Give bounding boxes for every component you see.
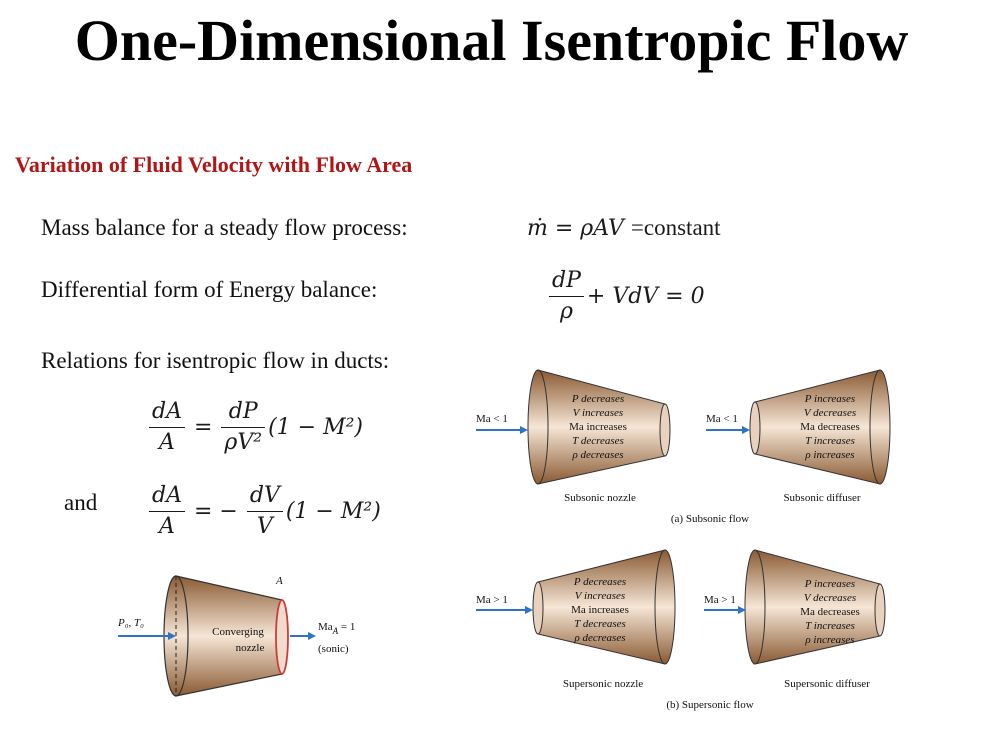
eq2-lhs-den: A (159, 514, 175, 539)
eq2-rhs-fraction: dV V (246, 481, 283, 542)
supersonic-diffuser-mach: Ma > 1 (704, 594, 736, 606)
inlet-arrowhead (168, 632, 176, 640)
eq1-lhs-num: dA (149, 397, 185, 428)
subsonic-nozzle: Ma < 1 P decreases V increases Ma increa… (476, 369, 671, 504)
subsonic-diffuser-line-5: ρ increases (804, 449, 854, 461)
subsonic-caption: (a) Subsonic flow (671, 513, 749, 525)
subsonic-diffuser-line-2: V decreases (804, 407, 856, 419)
subsonic-nozzle-mach: Ma < 1 (476, 413, 508, 425)
supersonic-caption: (b) Supersonic flow (666, 699, 753, 711)
section-heading: Variation of Fluid Velocity with Flow Ar… (15, 152, 413, 177)
nozzle-label-2: nozzle (236, 642, 265, 654)
nozzle-label-1: Converging (212, 626, 264, 638)
supersonic-diffuser-line-5: ρ increases (804, 634, 854, 646)
subsonic-diffuser-line-4: T increases (805, 435, 855, 447)
subsonic-diffuser-line-1: P increases (804, 393, 855, 405)
subsonic-nozzle-label: Subsonic nozzle (564, 492, 636, 504)
subsonic-diffuser: Ma < 1 P increases V decreases Ma decrea… (706, 369, 891, 504)
outlet-sonic-label: (sonic) (318, 643, 349, 655)
subsonic-nozzle-line-1: P decreases (571, 393, 624, 405)
nozzle-outlet-ring (275, 599, 289, 675)
energy-fraction: dP ρ (549, 266, 584, 327)
subsonic-diffuser-line-3: Ma decreases (800, 421, 860, 433)
eq2-rhs-den: V (256, 514, 273, 539)
energy-balance-equation: dP ρ + VdV = 0 (546, 266, 705, 327)
subsonic-diffuser-label: Subsonic diffuser (783, 492, 860, 504)
supersonic-nozzle-line-3: Ma increases (571, 604, 629, 616)
eq1-rhs-num: dP (221, 397, 266, 428)
energy-numerator: dP (549, 266, 584, 297)
mass-balance-label: Mass balance for a steady flow process: (41, 215, 408, 240)
supersonic-nozzle-label: Supersonic nozzle (563, 678, 643, 690)
subsonic-diffuser-mach: Ma < 1 (706, 413, 738, 425)
eq1-factor: (1 − M²) (268, 415, 363, 440)
mdot-symbol: ṁ (527, 216, 548, 241)
inlet-conditions: P₀, T₀ (117, 617, 144, 629)
eq1-rhs-fraction: dP ρV² (221, 397, 266, 458)
energy-balance-label: Differential form of Energy balance: (41, 277, 378, 302)
outlet-area-label: A (275, 575, 283, 587)
eq1-rhs-den: ρV² (224, 430, 263, 455)
isentropic-label: Relations for isentropic flow in ducts: (41, 348, 390, 373)
supersonic-diffuser: Ma > 1 P increases V decreases Ma decrea… (704, 549, 886, 690)
outlet-arrowhead (308, 632, 316, 640)
subsonic-nozzle-line-4: T decreases (572, 435, 624, 447)
supersonic-nozzle-line-2: V increases (575, 590, 625, 602)
page-title: One-Dimensional Isentropic Flow (74, 8, 909, 73)
mass-balance-equation: ṁ = ρAV =constant (527, 215, 721, 241)
isentropic-equation-1: dA A = dP ρV² (1 − M²) (146, 397, 363, 458)
subsonic-flow-diagram: Ma < 1 P decreases V increases Ma increa… (476, 369, 891, 525)
eq1-lhs-den: A (159, 430, 175, 455)
outlet-mach-label: MaA = 1 (318, 621, 355, 636)
mass-balance-constant: =constant (630, 215, 721, 240)
supersonic-nozzle-line-4: T decreases (574, 618, 626, 630)
supersonic-diffuser-line-3: Ma decreases (800, 606, 860, 618)
isentropic-equation-2: dA A = − dV V (1 − M²) (146, 481, 381, 542)
eq2-lhs-num: dA (149, 481, 185, 512)
eq1-equals: = (193, 415, 213, 440)
subsonic-nozzle-line-3: Ma increases (569, 421, 627, 433)
eq1-lhs-fraction: dA A (149, 397, 185, 458)
converging-nozzle-diagram: P₀, T₀ A Converging nozzle MaA = 1 (soni… (117, 575, 355, 697)
eq2-equals: = − (193, 499, 238, 524)
supersonic-nozzle-line-1: P decreases (573, 576, 626, 588)
eq2-factor: (1 − M²) (285, 499, 381, 524)
subsonic-nozzle-line-2: V increases (573, 407, 623, 419)
supersonic-diffuser-line-1: P increases (804, 578, 855, 590)
supersonic-diffuser-label: Supersonic diffuser (784, 678, 870, 690)
supersonic-nozzle-mach: Ma > 1 (476, 594, 508, 606)
mass-balance-rhs: = ρAV (554, 216, 624, 241)
supersonic-flow-diagram: Ma > 1 P decreases V increases Ma increa… (476, 549, 886, 711)
and-label: and (64, 490, 98, 515)
energy-denominator: ρ (559, 299, 573, 324)
supersonic-nozzle: Ma > 1 P decreases V increases Ma increa… (476, 549, 676, 690)
supersonic-diffuser-line-2: V decreases (804, 592, 856, 604)
supersonic-diffuser-line-4: T increases (805, 620, 855, 632)
eq2-rhs-num: dV (246, 481, 283, 512)
supersonic-nozzle-line-5: ρ decreases (574, 632, 626, 644)
subsonic-nozzle-line-5: ρ decreases (572, 449, 624, 461)
energy-rest: + VdV = 0 (586, 284, 705, 309)
eq2-lhs-fraction: dA A (149, 481, 185, 542)
